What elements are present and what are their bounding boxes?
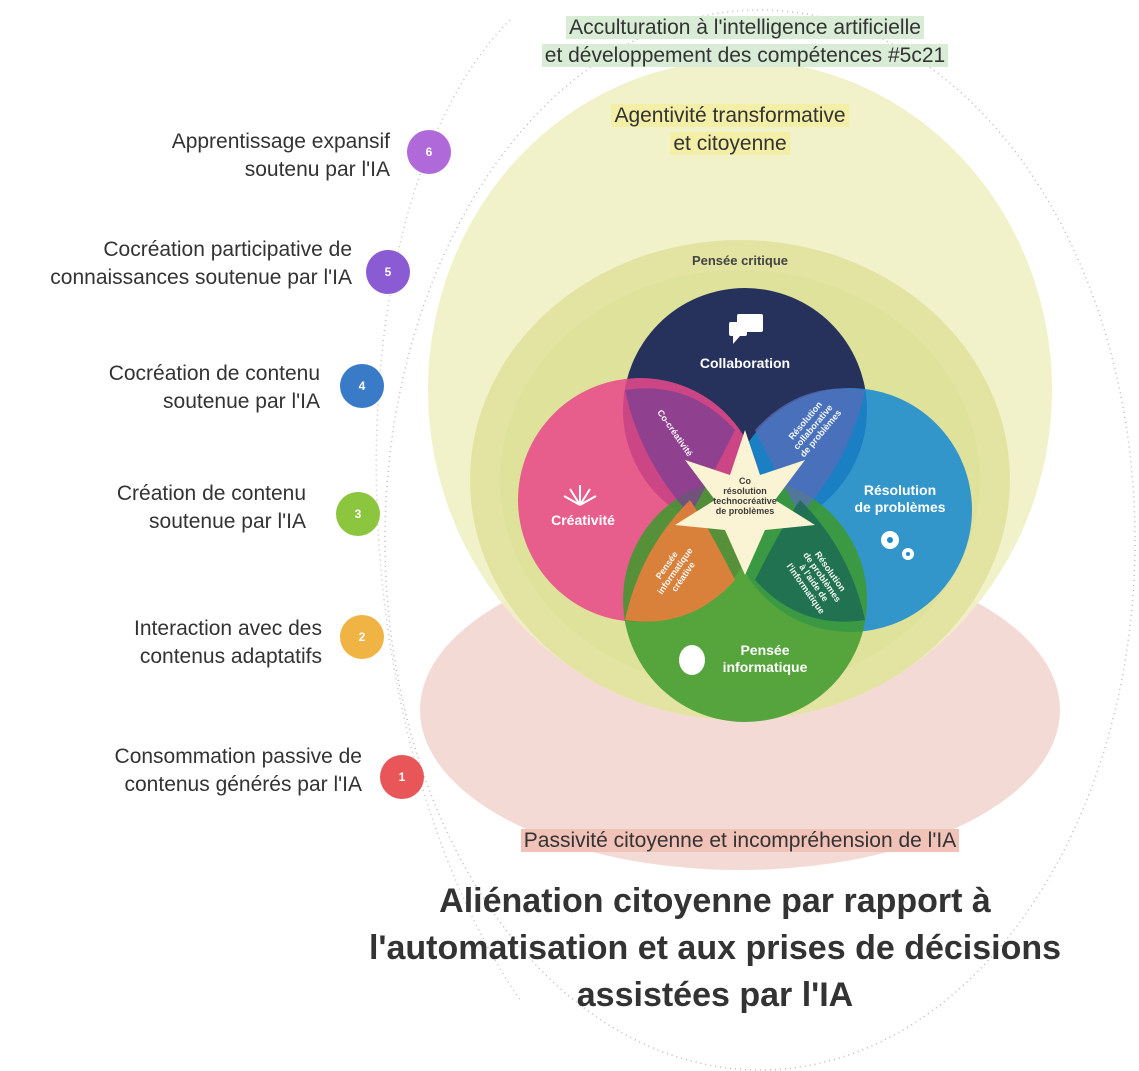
brain-icon <box>679 645 705 675</box>
sunburst-icon <box>563 485 597 506</box>
level-3-badge: 3 <box>336 492 380 536</box>
critical-thinking-label: Pensée critique <box>691 253 789 268</box>
collaboration-label: Collaboration <box>699 355 791 371</box>
overlap-pensee-creative <box>625 500 735 622</box>
agentivity-line2: et citoyenne <box>670 132 790 155</box>
header-line1: Acculturation à l'intelligence artificie… <box>566 16 924 39</box>
level-1-badge: 1 <box>380 755 424 799</box>
overlap-resolution-collab <box>755 388 865 515</box>
agentivity-line1: Agentivité transformative <box>611 104 849 127</box>
level-5-badge: 5 <box>366 250 410 294</box>
header-line2: et développement des compétences #5c21 <box>541 44 949 67</box>
gears-icon <box>881 531 914 560</box>
overlap-cocreativite <box>625 388 735 515</box>
level-4-badge: 4 <box>340 364 384 408</box>
center-star <box>675 430 815 575</box>
chat-icon <box>729 314 763 344</box>
level-2-badge: 2 <box>340 615 384 659</box>
alienation-title: Aliénation citoyenne par rapport à l'aut… <box>368 882 1062 1014</box>
overlap-resolution-info <box>755 500 865 622</box>
level-6-badge: 6 <box>407 130 451 174</box>
outer-dotted-ellipse <box>384 9 1136 1071</box>
passivity-label: Passivité citoyenne et incompréhension d… <box>520 829 960 852</box>
creativite-label: Créativité <box>551 512 615 528</box>
